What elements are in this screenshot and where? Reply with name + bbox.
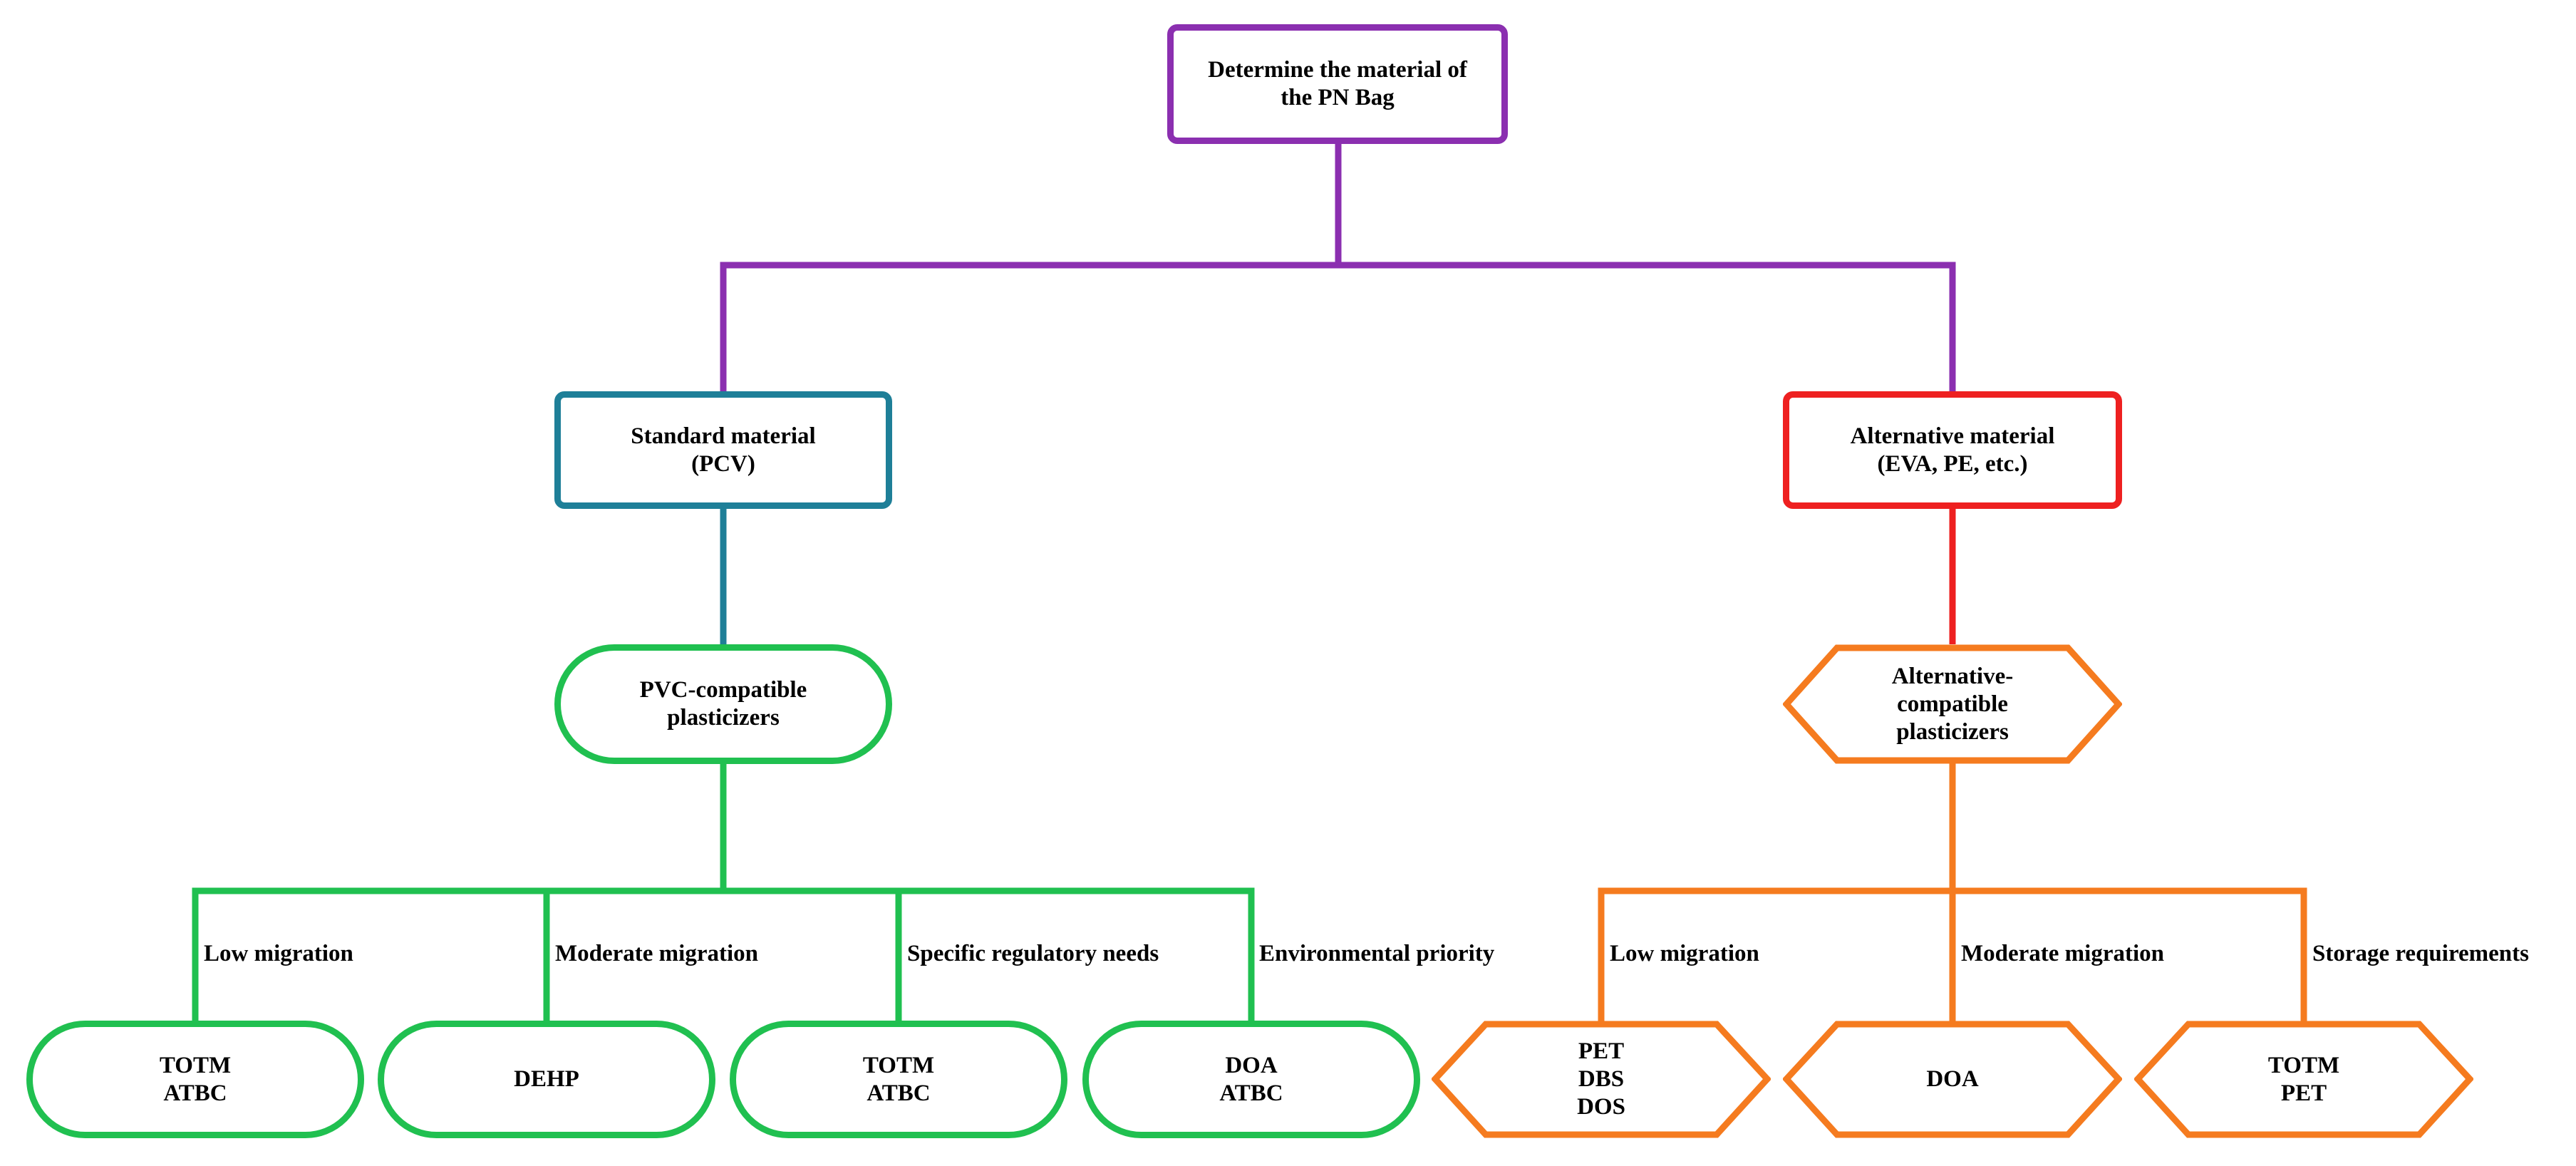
leaf-item: ATBC	[1219, 1080, 1283, 1106]
alt-leaf-moderate-migration: DOA	[1783, 1021, 2122, 1138]
leaf-item: ATBC	[163, 1080, 227, 1106]
alt-branch-label-low-migration: Low migration	[1610, 941, 1759, 966]
leaf-item: ATBC	[867, 1080, 931, 1106]
pvc-branch-label-moderate-migration: Moderate migration	[555, 941, 758, 966]
alternative-line-2: (EVA, PE, etc.)	[1877, 450, 2028, 477]
pvc-compatible-plasticizers-node: PVC-compatible plasticizers	[554, 644, 892, 764]
leaf-item: DOS	[1577, 1094, 1625, 1120]
leaf-item: DOA	[1926, 1066, 1979, 1092]
pvc-branch-label-environmental-priority: Environmental priority	[1259, 941, 1495, 966]
standard-line-2: (PCV)	[691, 450, 755, 477]
pvc-leaf-regulatory-needs: TOTM ATBC	[730, 1021, 1067, 1138]
alt-plasticizers-line-3: plasticizers	[1896, 718, 2009, 745]
leaf-item: TOTM	[862, 1052, 935, 1078]
pvc-leaf-low-migration: TOTM ATBC	[26, 1021, 364, 1138]
pvc-plasticizers-line-1: PVC-compatible	[639, 677, 807, 703]
alt-plasticizers-line-1: Alternative-	[1891, 663, 2014, 689]
leaf-item: TOTM	[159, 1052, 232, 1078]
alt-plasticizers-line-2: compatible	[1897, 691, 2008, 717]
standard-material-node: Standard material (PCV)	[554, 391, 892, 509]
pvc-plasticizers-line-2: plasticizers	[667, 705, 780, 731]
root-node-determine-material: Determine the material of the PN Bag	[1167, 24, 1508, 144]
pvc-branch-label-regulatory-needs: Specific regulatory needs	[907, 941, 1159, 966]
leaf-item: PET	[2280, 1080, 2327, 1106]
alt-branch-label-moderate-migration: Moderate migration	[1961, 941, 2164, 966]
root-line-2: the PN Bag	[1281, 85, 1395, 110]
leaf-item: DBS	[1578, 1066, 1625, 1092]
alt-leaf-low-migration: PET DBS DOS	[1432, 1021, 1771, 1138]
pvc-leaf-moderate-migration: DEHP	[378, 1021, 715, 1138]
alt-branch-label-storage-requirements: Storage requirements	[2312, 941, 2529, 966]
pvc-leaf-environmental-priority: DOA ATBC	[1082, 1021, 1420, 1138]
alt-leaf-storage-requirements: TOTM PET	[2134, 1021, 2473, 1138]
leaf-item: PET	[1578, 1038, 1625, 1064]
pvc-branch-label-low-migration: Low migration	[204, 941, 353, 966]
alternative-compatible-plasticizers-node: Alternative- compatible plasticizers	[1783, 644, 2122, 764]
alternative-line-1: Alternative material	[1850, 423, 2055, 449]
root-line-1: Determine the material of	[1208, 57, 1467, 83]
leaf-item: DOA	[1225, 1052, 1278, 1078]
leaf-item: DEHP	[514, 1066, 579, 1092]
leaf-item: TOTM	[2267, 1052, 2340, 1078]
alternative-material-node: Alternative material (EVA, PE, etc.)	[1783, 391, 2122, 509]
standard-line-1: Standard material	[631, 423, 816, 449]
